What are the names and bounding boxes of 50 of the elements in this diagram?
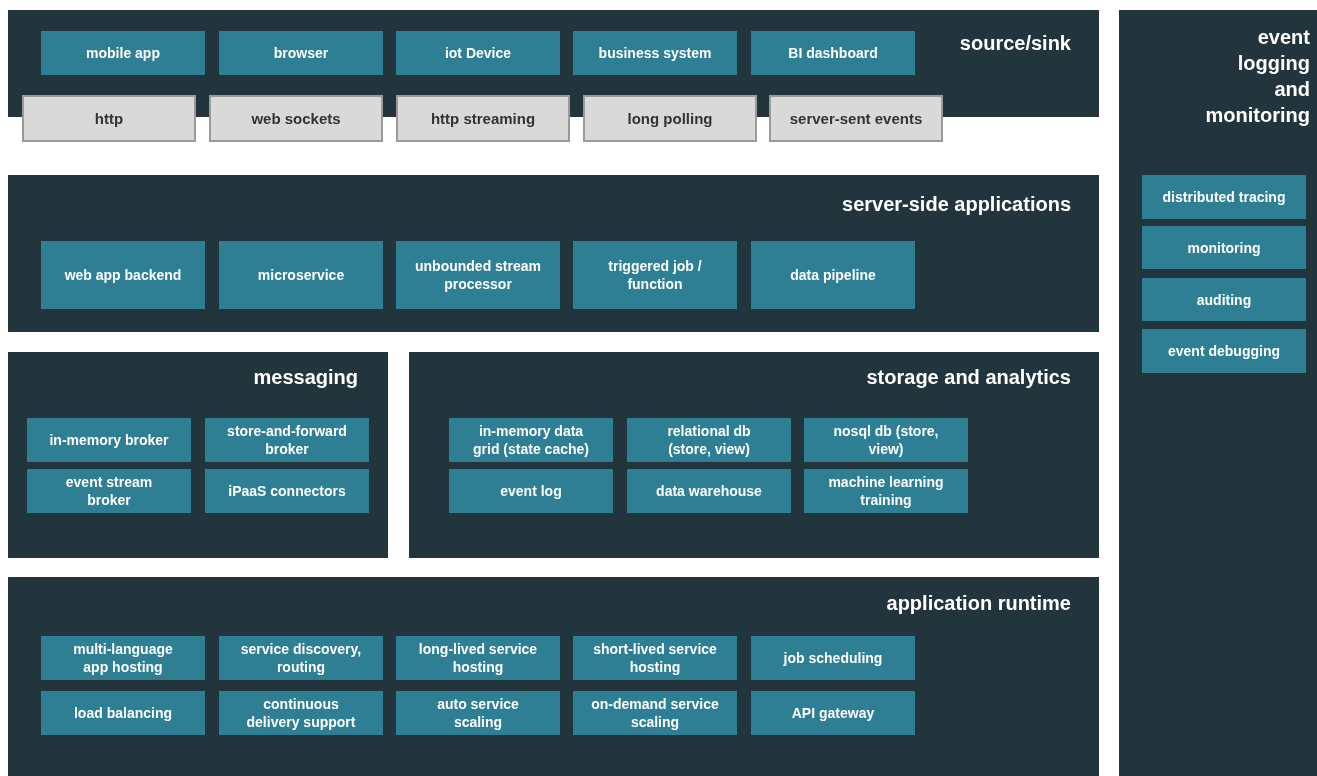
component-box: event stream broker	[27, 469, 191, 513]
component-box: iPaaS connectors	[205, 469, 369, 513]
component-box: data warehouse	[627, 469, 791, 513]
layer-panel	[8, 577, 1099, 776]
component-box: triggered job / function	[573, 241, 737, 309]
protocol-box: web sockets	[209, 95, 383, 142]
component-box: relational db (store, view)	[627, 418, 791, 462]
component-box: in-memory broker	[27, 418, 191, 462]
component-box: job scheduling	[751, 636, 915, 680]
component-box: BI dashboard	[751, 31, 915, 75]
component-box: long-lived service hosting	[396, 636, 560, 680]
component-box: on-demand service scaling	[573, 691, 737, 735]
component-box: auditing	[1142, 278, 1306, 321]
layer-title: application runtime	[886, 591, 1071, 616]
component-box: store-and-forward broker	[205, 418, 369, 462]
layer-panel	[1119, 10, 1317, 776]
protocol-box: long polling	[583, 95, 757, 142]
component-box: auto service scaling	[396, 691, 560, 735]
component-box: load balancing	[41, 691, 205, 735]
component-box: API gateway	[751, 691, 915, 735]
component-box: machine learning training	[804, 469, 968, 513]
layer-title: event logging and monitoring	[1204, 25, 1310, 128]
component-box: unbounded stream processor	[396, 241, 560, 309]
component-box: distributed tracing	[1142, 175, 1306, 219]
component-box: mobile app	[41, 31, 205, 75]
component-box: event log	[449, 469, 613, 513]
layer-title: server-side applications	[842, 192, 1071, 217]
component-box: multi-language app hosting	[41, 636, 205, 680]
component-box: short-lived service hosting	[573, 636, 737, 680]
component-box: continuous delivery support	[219, 691, 383, 735]
protocol-box: server-sent events	[769, 95, 943, 142]
component-box: data pipeline	[751, 241, 915, 309]
component-box: web app backend	[41, 241, 205, 309]
protocol-box: http streaming	[396, 95, 570, 142]
component-box: event debugging	[1142, 329, 1306, 373]
layer-title: storage and analytics	[866, 365, 1071, 390]
layer-title: source/sink	[959, 31, 1071, 56]
component-box: browser	[219, 31, 383, 75]
component-box: microservice	[219, 241, 383, 309]
component-box: in-memory data grid (state cache)	[449, 418, 613, 462]
component-box: monitoring	[1142, 226, 1306, 269]
component-box: business system	[573, 31, 737, 75]
protocol-box: http	[22, 95, 196, 142]
layer-panel	[409, 352, 1099, 558]
layer-panel	[8, 175, 1099, 332]
layer-title: messaging	[253, 365, 358, 390]
layer-panel	[8, 352, 388, 558]
component-box: nosql db (store, view)	[804, 418, 968, 462]
component-box: service discovery, routing	[219, 636, 383, 680]
component-box: iot Device	[396, 31, 560, 75]
